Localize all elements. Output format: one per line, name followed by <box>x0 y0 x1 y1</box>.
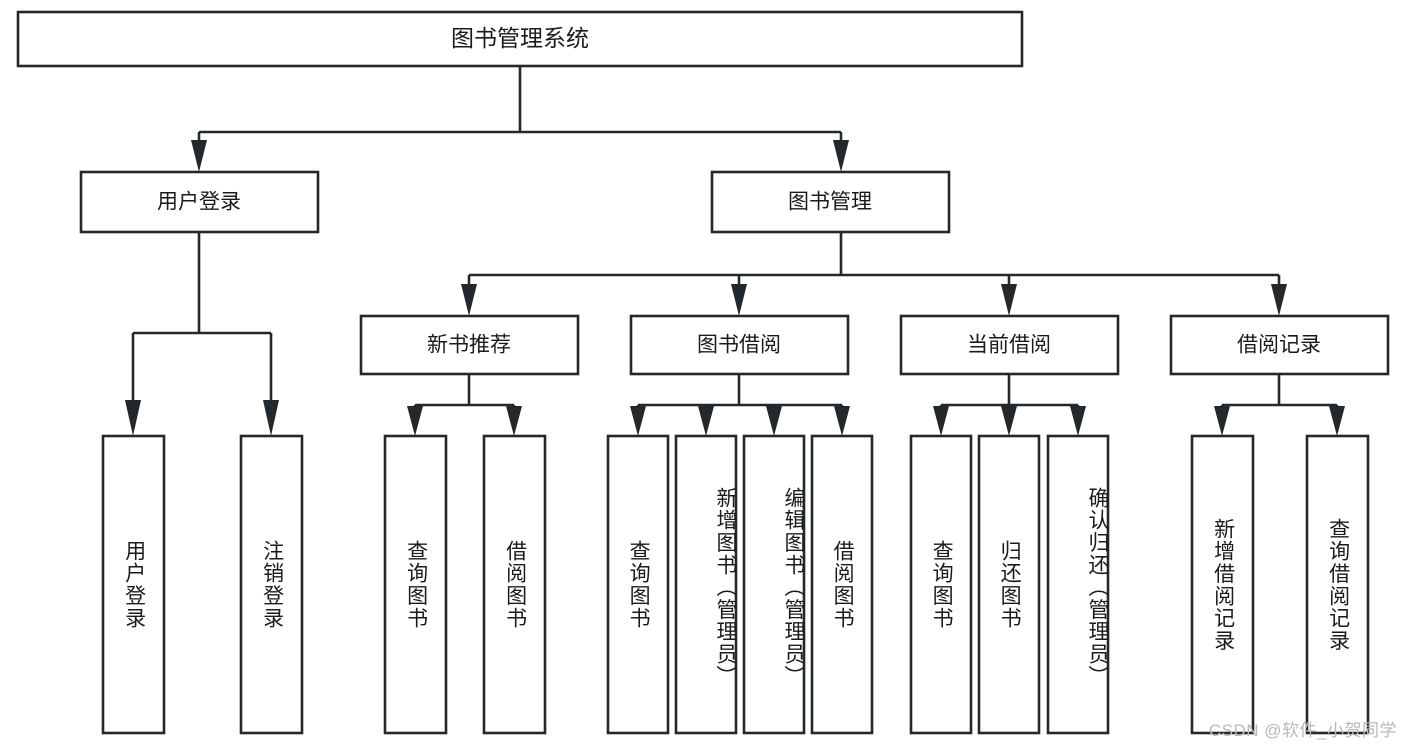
node-leaf-return-book-box[interactable] <box>977 434 1041 735</box>
node-leaf-borrow-book-2-box[interactable] <box>810 434 874 735</box>
arrow-head-book-borrow <box>731 284 747 316</box>
arrow-head-leaf-logout-login <box>263 400 279 436</box>
arrow-head-leaf-borrow-book-1 <box>506 406 522 436</box>
arrow-head-leaf-add-record <box>1214 406 1230 436</box>
node-leaf-query-record-box[interactable] <box>1305 434 1370 735</box>
arrow-head-leaf-query-book-3 <box>933 406 949 436</box>
node-borrow-record-box[interactable] <box>1169 314 1390 376</box>
node-book-manage-box[interactable] <box>710 170 951 234</box>
node-leaf-query-book-3-box[interactable] <box>909 434 973 735</box>
connector-group-book-manage <box>461 232 1287 316</box>
connector-group-user-login <box>125 232 279 436</box>
node-book-borrow-label: 图书借阅 <box>697 334 781 357</box>
node-current-borrow-label: 当前借阅 <box>967 334 1051 357</box>
node-user-login-box[interactable] <box>79 170 320 234</box>
node-user-login-label: 用户登录 <box>157 191 241 214</box>
arrow-head-leaf-add-book <box>698 406 714 436</box>
arrow-head-leaf-query-record <box>1329 406 1345 436</box>
node-new-book-recommend[interactable]: 新书推荐 <box>359 314 580 376</box>
arrow-head-leaf-confirm-return <box>1070 406 1086 436</box>
node-root-label: 图书管理系统 <box>451 25 589 51</box>
node-root-box[interactable] <box>16 10 1024 68</box>
connector-group-root <box>191 66 849 172</box>
node-leaf-add-book-box[interactable] <box>674 434 738 735</box>
node-borrow-record[interactable]: 借阅记录 <box>1169 314 1390 376</box>
connector-group-new-book-recommend <box>407 374 522 436</box>
node-new-book-recommend-box[interactable] <box>359 314 580 376</box>
arrow-head-leaf-user-login <box>125 400 141 436</box>
arrow-head-borrow-record <box>1271 284 1287 316</box>
node-book-manage[interactable]: 图书管理 <box>710 170 951 234</box>
node-book-borrow-box[interactable] <box>629 314 850 376</box>
node-current-borrow[interactable]: 当前借阅 <box>899 314 1120 376</box>
node-current-borrow-box[interactable] <box>899 314 1120 376</box>
arrow-head-leaf-return-book <box>1001 406 1017 436</box>
arrow-head-current-borrow <box>1001 284 1017 316</box>
node-leaf-confirm-return-box[interactable] <box>1046 434 1110 735</box>
arrow-head-book-manage <box>833 140 849 172</box>
node-leaf-logout-login-box[interactable] <box>239 434 304 735</box>
node-user-login[interactable]: 用户登录 <box>79 170 320 234</box>
arrow-head-leaf-query-book-1 <box>407 406 423 436</box>
connector-group-current-borrow <box>933 374 1086 436</box>
node-leaf-user-login-box[interactable] <box>101 434 166 735</box>
node-root[interactable]: 图书管理系统 <box>16 10 1024 68</box>
node-leaf-borrow-book-1-box[interactable] <box>482 434 547 735</box>
node-borrow-record-label: 借阅记录 <box>1237 334 1321 357</box>
node-leaf-query-book-1-box[interactable] <box>383 434 448 735</box>
connector-group-book-borrow <box>630 374 850 436</box>
node-leaf-edit-book-box[interactable] <box>742 434 806 735</box>
node-book-manage-label: 图书管理 <box>788 191 872 214</box>
node-leaf-query-book-2-box[interactable] <box>606 434 670 735</box>
arrow-head-leaf-query-book-2 <box>630 406 646 436</box>
arrow-head-new-book-recommend <box>461 284 477 316</box>
arrow-head-leaf-borrow-book-2 <box>834 406 850 436</box>
node-new-book-recommend-label: 新书推荐 <box>427 334 511 357</box>
node-book-borrow[interactable]: 图书借阅 <box>629 314 850 376</box>
node-leaf-add-record-box[interactable] <box>1190 434 1255 735</box>
arrow-head-user-login <box>191 140 207 172</box>
arrow-head-leaf-edit-book <box>766 406 782 436</box>
connector-group-borrow-record <box>1214 374 1345 436</box>
watermark-text: CSDN @软件_小贺同学 <box>1208 721 1397 740</box>
